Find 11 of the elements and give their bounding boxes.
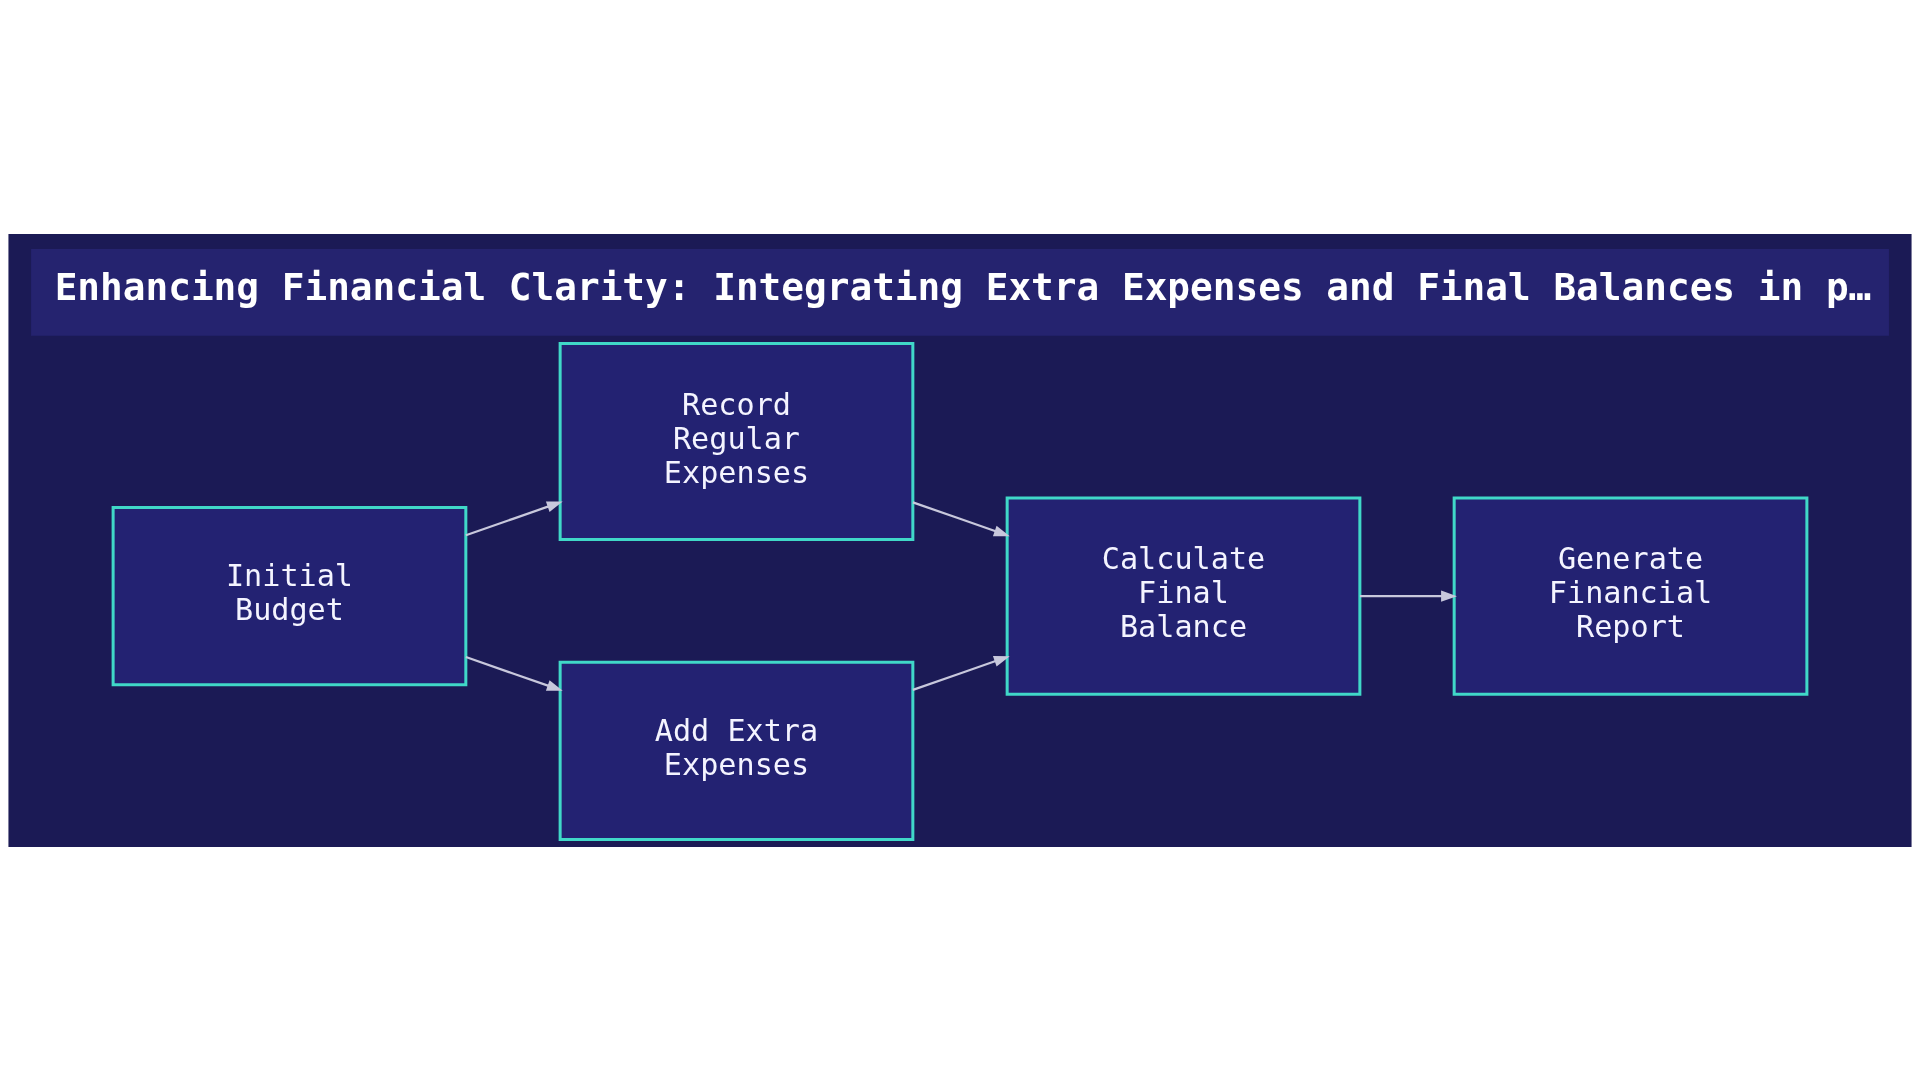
arrow — [912, 655, 1010, 691]
node-box: Generate Financial Report — [1452, 496, 1809, 696]
node-box: Calculate Final Balance — [1005, 496, 1362, 696]
node-box: Record Regular Expenses — [558, 341, 915, 541]
arrow — [465, 500, 563, 536]
arrow — [1359, 590, 1457, 602]
arrow — [912, 500, 1010, 536]
diagram-title: Enhancing Financial Clarity: Integrating Extra Expenses and Final Balances in p… — [54, 264, 1872, 309]
node-box: Initial Budget — [111, 505, 468, 686]
arrow — [465, 655, 563, 691]
node-box: Add Extra Expenses — [558, 660, 915, 841]
